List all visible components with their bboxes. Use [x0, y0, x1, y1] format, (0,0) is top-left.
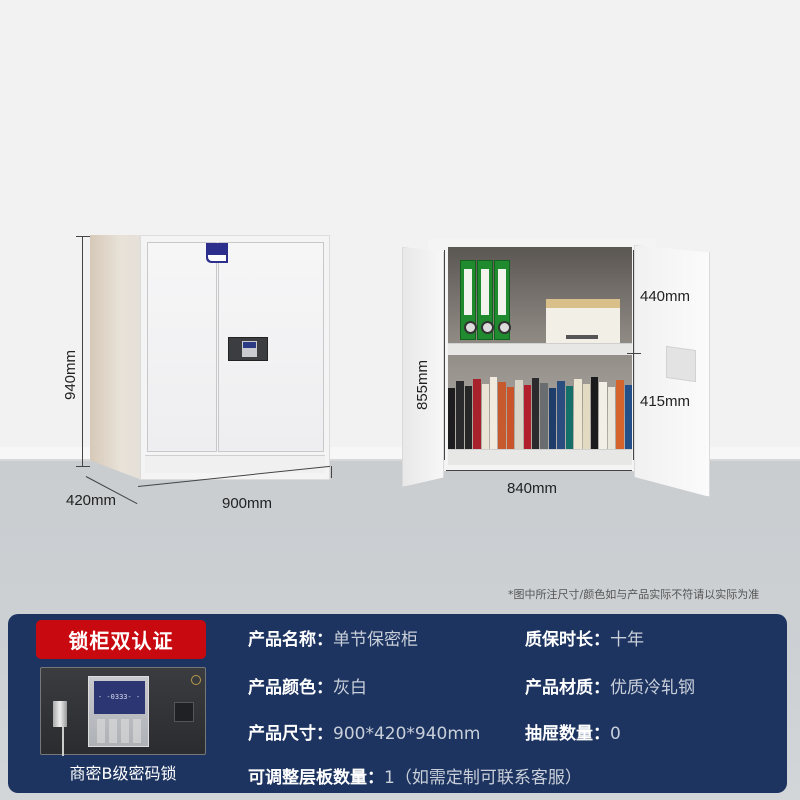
- lock-logo-icon: [191, 675, 201, 685]
- green-binder: [494, 260, 511, 340]
- cabinet-plinth: [145, 455, 325, 473]
- book-spine: [490, 377, 498, 450]
- book-spine: [464, 386, 473, 450]
- door-handle: [666, 345, 696, 383]
- book-spine: [506, 387, 515, 450]
- open-cabinet-image: [400, 237, 710, 502]
- certification-label-icon: [206, 243, 228, 263]
- inner-width-dimension-label: 840mm: [507, 480, 558, 497]
- disclaimer-note: *图中所注尺寸/颜色如与产品实际不符请以实际为准: [508, 588, 760, 601]
- spec-color: 产品颜色：灰白: [248, 678, 367, 698]
- book-spine: [574, 379, 582, 450]
- electronic-lock-icon: [228, 337, 268, 361]
- book-spine: [607, 387, 616, 450]
- keypad-icon: [88, 676, 149, 747]
- book-spine: [448, 388, 456, 450]
- spec-product-name: 产品名称：单节保密柜: [248, 630, 418, 650]
- cabinet-right-door: [218, 242, 324, 452]
- spec-material: 产品材质：优质冷轧钢: [525, 678, 695, 698]
- book-spine: [523, 385, 532, 450]
- inner-width-dimension-line: [446, 470, 632, 471]
- book-spine: [498, 382, 506, 450]
- depth-dimension-label: 420mm: [66, 492, 117, 509]
- cabinet-left-door: [147, 242, 217, 452]
- open-left-door: [402, 247, 444, 487]
- book-spine: [481, 384, 490, 450]
- book-spine: [532, 378, 540, 450]
- book-spine: [557, 381, 565, 450]
- upper-compartment-label: 440mm: [640, 288, 691, 305]
- closed-cabinet-image: [90, 235, 330, 480]
- inner-height-dimension-line: [444, 250, 445, 460]
- book-spine: [582, 384, 590, 450]
- book-spine: [616, 380, 624, 450]
- inner-height-dimension-label: 855mm: [414, 359, 431, 410]
- book-spine: [456, 381, 464, 450]
- book-spine: [565, 386, 574, 450]
- height-dimension-label: 940mm: [62, 349, 79, 400]
- book-spine: [540, 383, 548, 450]
- height-dimension-line: [82, 236, 83, 466]
- key-icon: [53, 701, 67, 727]
- cabinet-side-panel: [90, 235, 142, 480]
- lower-compartment-label: 415mm: [640, 393, 691, 410]
- green-binder: [477, 260, 494, 340]
- cabinet-bottom: [448, 449, 632, 465]
- book-spine: [515, 380, 523, 450]
- book-spine: [599, 382, 607, 450]
- width-dimension-label: 900mm: [222, 495, 273, 512]
- card-slot-icon: [174, 702, 194, 722]
- book-row: [448, 374, 632, 450]
- adjustable-shelf: [448, 343, 632, 355]
- book-spine: [473, 379, 481, 450]
- spec-shelves: 可调整层板数量：1（如需定制可联系客服）: [248, 768, 582, 788]
- compartment-dimension-line: [633, 250, 634, 460]
- green-binder: [460, 260, 477, 340]
- book-spine: [548, 388, 557, 450]
- book-spine: [624, 385, 632, 450]
- spec-size: 产品尺寸：900*420*940mm: [248, 724, 481, 744]
- storage-box: [546, 299, 620, 343]
- spec-drawers: 抽屉数量：0: [525, 724, 621, 744]
- spec-warranty: 质保时长：十年: [525, 630, 644, 650]
- password-lock-image: [40, 667, 206, 756]
- book-spine: [590, 377, 599, 450]
- dual-certification-badge: 锁柜双认证: [36, 620, 206, 659]
- lock-caption: 商密B级密码锁: [69, 764, 177, 783]
- cabinet-front: [140, 235, 330, 480]
